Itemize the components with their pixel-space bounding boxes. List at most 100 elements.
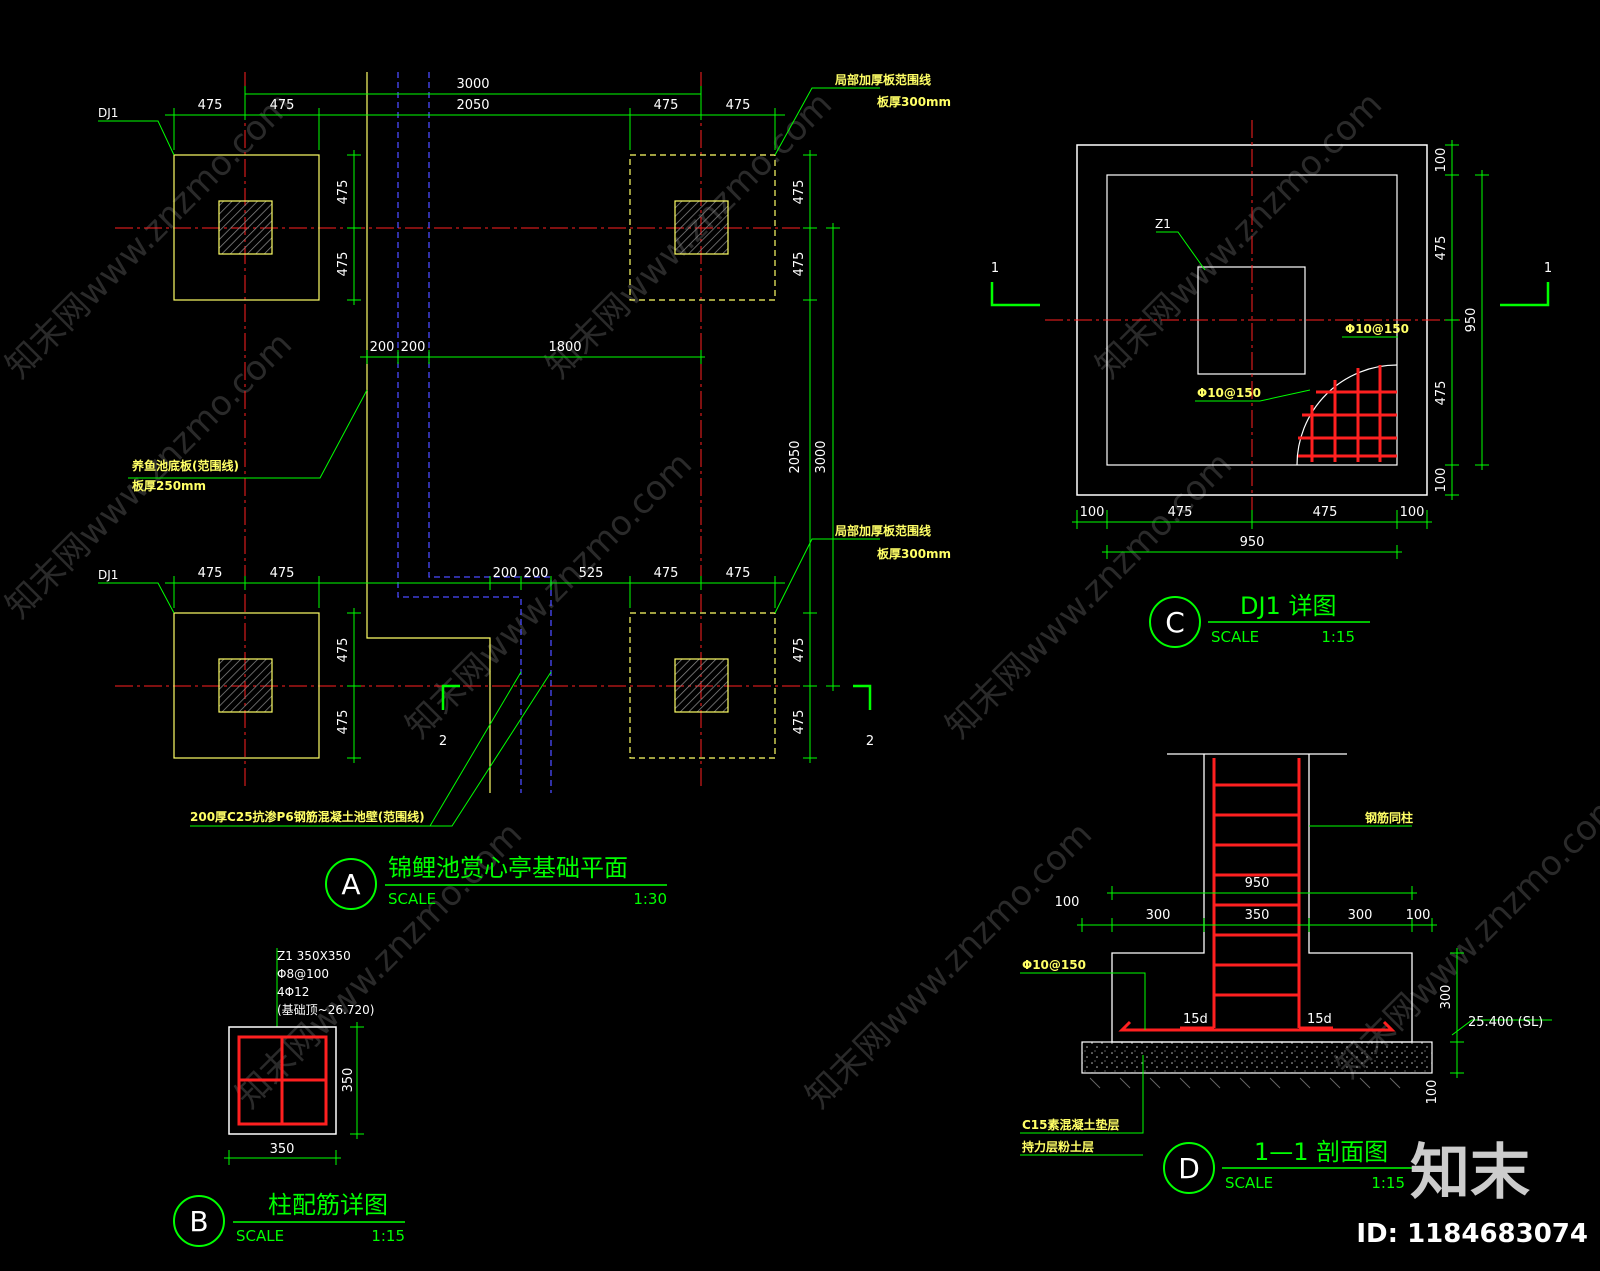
dim-bottom-3: 200 bbox=[493, 566, 518, 581]
dim-c-bottom-2: 475 bbox=[1168, 505, 1193, 520]
dim-bottom-5: 525 bbox=[579, 566, 604, 581]
scale-value-d: 1:15 bbox=[1371, 1174, 1405, 1192]
dim-d-base: 100 bbox=[1425, 1080, 1440, 1105]
drawing-id: ID: 1184683074 bbox=[1356, 1219, 1588, 1249]
note-slab-thk-250: 板厚250mm bbox=[132, 478, 206, 493]
dim-top-2: 475 bbox=[270, 98, 295, 113]
scale-value-b: 1:15 bbox=[371, 1227, 405, 1245]
plan-a-foundation: 3000 475 475 2050 475 475 200 200 1800 4… bbox=[98, 72, 951, 910]
dim-c-right-total: 950 bbox=[1464, 308, 1479, 333]
title-d: 1—1 剖面图 bbox=[1254, 1138, 1388, 1166]
dim-lines-b bbox=[224, 1022, 364, 1165]
anchor-left: 15d bbox=[1183, 1012, 1208, 1027]
dim-c-right-2: 475 bbox=[1434, 236, 1449, 261]
dim-lines-d bbox=[1020, 825, 1552, 1156]
dim-total-top: 3000 bbox=[456, 77, 489, 92]
dim-vertical-inner: 2050 bbox=[788, 440, 803, 473]
dim-bottom-2: 475 bbox=[270, 566, 295, 581]
dim-d-3: 350 bbox=[1245, 908, 1270, 923]
dim-d-5: 100 bbox=[1406, 908, 1431, 923]
dim-side-7: 475 bbox=[792, 638, 807, 663]
note-pond-slab: 养鱼池底板(范围线) bbox=[131, 458, 239, 473]
detail-b-column-rebar: Z1 350X350 Φ8@100 4Φ12 (基础顶~26.720) 350 … bbox=[173, 948, 405, 1247]
dim-side-4: 475 bbox=[336, 710, 351, 735]
dim-top-1: 475 bbox=[198, 98, 223, 113]
dim-top-4: 475 bbox=[654, 98, 679, 113]
label-z1: Z1 bbox=[1155, 217, 1171, 231]
axis-lines-c bbox=[1045, 120, 1460, 520]
footing-top-left bbox=[173, 154, 320, 301]
note-slab-thk-bottom: 板厚300mm bbox=[877, 546, 951, 561]
title-c: DJ1 详图 bbox=[1240, 592, 1336, 620]
watermark-text: 知末网www.znzmo.com bbox=[938, 444, 1240, 746]
spec-line-3: 4Φ12 bbox=[277, 985, 309, 999]
footing-bottom-left bbox=[173, 612, 320, 759]
section-mark-c-right: 1 bbox=[1544, 261, 1552, 276]
note-pad: C15素混凝土垫层 bbox=[1022, 1117, 1120, 1132]
section-mark-c-left: 1 bbox=[991, 261, 999, 276]
bubble-b: B bbox=[189, 1205, 208, 1238]
bubble-d: D bbox=[1178, 1152, 1200, 1185]
footing-bottom-right bbox=[629, 612, 776, 759]
note-local-slab-bottom: 局部加厚板范围线 bbox=[835, 523, 931, 538]
spec-line-4: (基础顶~26.720) bbox=[277, 1003, 374, 1017]
dim-d-height: 300 bbox=[1439, 985, 1454, 1010]
dim-bottom-7: 475 bbox=[726, 566, 751, 581]
bubble-c: C bbox=[1165, 606, 1185, 639]
note-slab-thk-top: 板厚300mm bbox=[877, 94, 951, 109]
dim-bottom-6: 475 bbox=[654, 566, 679, 581]
dim-mid-2: 200 bbox=[401, 340, 426, 355]
dim-b-height: 350 bbox=[341, 1068, 356, 1093]
scale-label-c: SCALE bbox=[1211, 628, 1259, 646]
rebar-quadrant bbox=[1296, 364, 1398, 466]
dim-d-total: 950 bbox=[1245, 876, 1270, 891]
dim-c-bottom-1: 100 bbox=[1080, 505, 1105, 520]
scale-label-a: SCALE bbox=[388, 890, 436, 908]
watermark-text: 知末网www.znzmo.com bbox=[1088, 84, 1390, 386]
dim-bottom-4: 200 bbox=[524, 566, 549, 581]
title-block-b: B 柱配筋详图 SCALE 1:15 bbox=[173, 1191, 405, 1247]
title-a: 锦鲤池赏心亭基础平面 bbox=[388, 854, 628, 882]
section-rebar bbox=[1118, 758, 1396, 1032]
dim-top-5: 475 bbox=[726, 98, 751, 113]
note-soil: 持力层粉土层 bbox=[1022, 1139, 1094, 1154]
watermark-text: 知末网www.znzmo.com bbox=[1328, 784, 1600, 1086]
dimension-lines bbox=[98, 86, 880, 827]
dim-side-8: 475 bbox=[792, 710, 807, 735]
note-column-rebar: 钢筋同柱 bbox=[1365, 810, 1413, 825]
rebar-label-d: Φ10@150 bbox=[1022, 958, 1086, 972]
dim-d-2: 300 bbox=[1146, 908, 1171, 923]
dim-side-6: 475 bbox=[792, 252, 807, 277]
title-b: 柱配筋详图 bbox=[268, 1191, 388, 1219]
brand-watermark: 知末 bbox=[1410, 1138, 1530, 1208]
footing-top-right bbox=[629, 154, 776, 301]
soil-hatch bbox=[1089, 1077, 1401, 1089]
dim-c-right-1: 100 bbox=[1434, 148, 1449, 173]
dim-c-total: 950 bbox=[1240, 535, 1265, 550]
note-local-slab-top: 局部加厚板范围线 bbox=[835, 72, 931, 87]
dim-vertical-outer: 3000 bbox=[814, 440, 829, 473]
dim-d-4: 300 bbox=[1348, 908, 1373, 923]
detail-d-section: 钢筋同柱 950 100 300 350 300 100 Φ10@150 15d… bbox=[1020, 753, 1552, 1194]
title-block-a: A 锦鲤池赏心亭基础平面 SCALE 1:30 bbox=[325, 854, 667, 910]
watermark-text: 知末网www.znzmo.com bbox=[0, 324, 300, 626]
column-rebar bbox=[237, 1035, 328, 1126]
spec-line-2: Φ8@100 bbox=[277, 967, 329, 981]
dim-side-5: 475 bbox=[792, 180, 807, 205]
elevation-label: 25.400 (SL) bbox=[1468, 1015, 1543, 1030]
anchor-right: 15d bbox=[1307, 1012, 1332, 1027]
section-mark-right: 2 bbox=[866, 734, 874, 749]
detail-c-dj1: Z1 Φ10@150 Φ10@150 100 475 475 100 950 1… bbox=[990, 120, 1552, 648]
label-dj1-bottom: DJ1 bbox=[98, 568, 118, 582]
dim-top-3: 2050 bbox=[456, 98, 489, 113]
dim-d-1: 100 bbox=[1055, 895, 1080, 910]
title-block-d: D 1—1 剖面图 SCALE 1:15 bbox=[1163, 1138, 1412, 1194]
dim-c-bottom-4: 100 bbox=[1400, 505, 1425, 520]
scale-value-c: 1:15 bbox=[1321, 628, 1355, 646]
rebar-label-2: Φ10@150 bbox=[1197, 386, 1261, 400]
title-block-c: C DJ1 详图 SCALE 1:15 bbox=[1149, 592, 1370, 648]
spec-line-1: Z1 350X350 bbox=[277, 949, 351, 963]
dim-side-1: 475 bbox=[336, 180, 351, 205]
dim-side-3: 475 bbox=[336, 638, 351, 663]
dim-c-right-3: 475 bbox=[1434, 381, 1449, 406]
